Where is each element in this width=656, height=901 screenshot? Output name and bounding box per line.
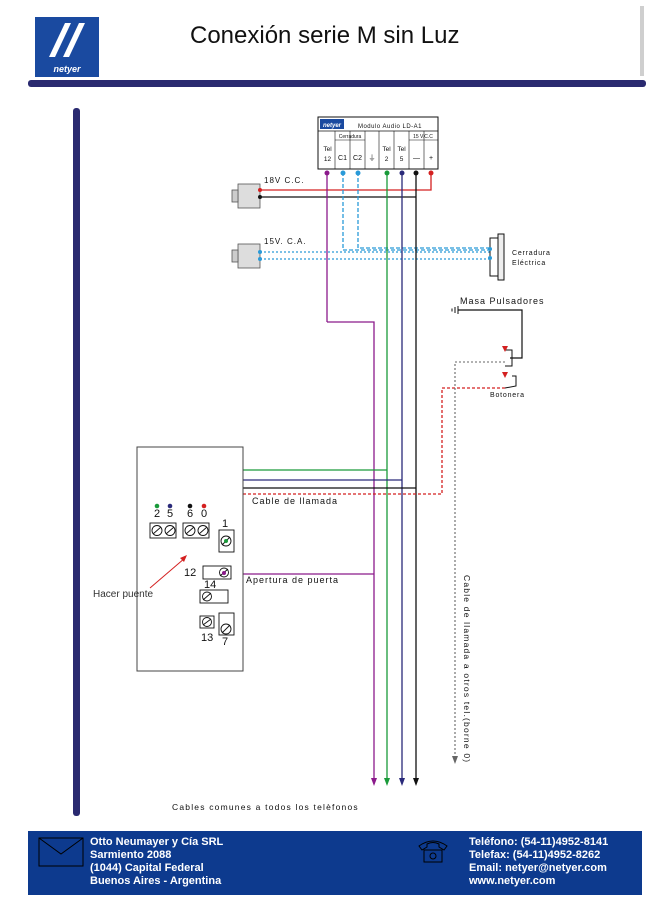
footer-phone: Teléfono: (54-11)4952-8141 (469, 836, 609, 848)
module-terminal-label: Tel (397, 146, 406, 153)
logo-slashes-icon (49, 23, 85, 57)
supply-ac (231, 243, 261, 269)
footer-fax: Telefax: (54-11)4952-8262 (469, 849, 601, 861)
botonera-label: Botonera (490, 392, 525, 399)
bridge-dot (224, 539, 228, 543)
envelope-icon (38, 837, 84, 867)
phone-num-12: 12 (184, 567, 196, 579)
module-dots (258, 170, 434, 261)
phone-dots (154, 503, 207, 509)
module-terminal-label: 12 (324, 156, 332, 163)
module-terminal-label: C2 (353, 155, 362, 162)
header-divider (28, 80, 646, 87)
left-vertical-bar (73, 108, 80, 816)
module-group-cerradura: Cerradura (339, 134, 362, 140)
module-brand: netyer (323, 123, 342, 129)
module-terminal-label: 5 (400, 156, 404, 163)
phone-terminal-6: 6 (187, 508, 193, 520)
module-terminal-label: Tel (382, 146, 391, 153)
cables-comunes-label: Cables comunes a todos los telèfonos (172, 802, 359, 812)
module-group-vcc: 15 V.C.C (413, 134, 433, 140)
netyer-logo: netyer (35, 17, 99, 77)
module-terminal-label: C1 (338, 155, 347, 162)
phone-num-14: 14 (204, 579, 216, 591)
supply-dc-label: 18V C.C. (264, 176, 304, 185)
module-terminal-label: Tel (323, 146, 332, 153)
module-terminal-label: — (413, 155, 420, 162)
cable-llamada-label: Cable de llamada (252, 496, 338, 506)
footer-email[interactable]: Email: netyer@netyer.com (469, 862, 607, 874)
lock-label-1: Cerradura (512, 250, 551, 257)
ground-icon (451, 306, 459, 314)
phone-num-1: 1 (222, 518, 228, 530)
supply-dc (231, 183, 261, 209)
module-terminal-label: + (429, 155, 433, 162)
footer: Otto Neumayer y Cía SRL Sarmiento 2088 (… (28, 831, 642, 895)
telephone-icon (418, 840, 448, 863)
terminal-blocks (149, 522, 235, 636)
phone-terminal-5: 5 (167, 508, 173, 520)
apertura-label: Apertura de puerta (246, 575, 339, 585)
supply-ac-label: 15V. C.A. (264, 237, 307, 246)
cable-otros-label: Cable de llamada a otros tel.(borne 0) (462, 575, 472, 763)
phone-terminal-0: 0 (201, 508, 207, 520)
pushbutton-icon (502, 346, 517, 389)
page-title: Conexión serie M sin Luz (190, 22, 460, 49)
lock-label-2: Eléctrica (512, 260, 546, 267)
right-shadow-strip (640, 6, 644, 76)
masa-label: Masa Pulsadores (460, 296, 545, 306)
module-name: Modulo Audio LD-A1 (358, 124, 422, 130)
hacer-puente-arrow (149, 555, 187, 589)
electric-lock-icon (488, 233, 505, 281)
footer-company: Otto Neumayer y Cía SRL (90, 836, 224, 848)
module-terminal-label: ⏚ (369, 154, 376, 162)
apertura-dot (222, 571, 226, 575)
footer-web[interactable]: www.netyer.com (469, 875, 556, 887)
bottom-arrows (371, 756, 458, 786)
module-brand-badge (320, 119, 344, 129)
hacer-puente-label: Hacer puente (93, 589, 153, 600)
footer-country: Buenos Aires - Argentina (90, 875, 222, 887)
footer-city: (1044) Capital Federal (90, 862, 204, 874)
footer-street: Sarmiento 2088 (90, 849, 172, 861)
phone-terminal-2: 2 (154, 508, 160, 520)
phone-num-7: 7 (222, 636, 228, 648)
logo-text: netyer (53, 64, 81, 74)
module-terminal-label: 2 (385, 156, 389, 163)
phone-num-13: 13 (201, 632, 213, 644)
module-terminals: Cerradura 15 V.C.C Tel 12 C1 C2 ⏚ Tel 2 Tel 5 — + (323, 131, 438, 169)
